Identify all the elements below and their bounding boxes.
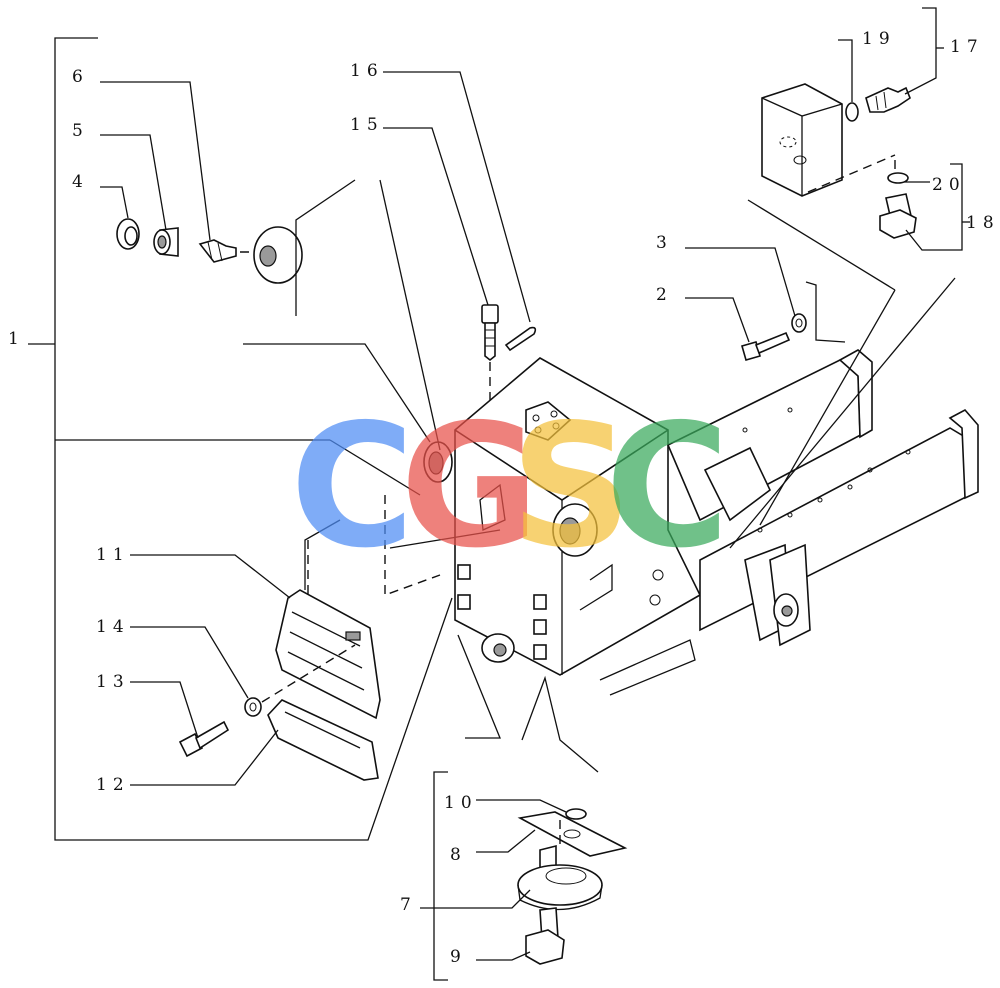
pivot-boss <box>253 179 356 316</box>
watermark-letter-c1: C <box>290 388 415 586</box>
bolt-2 <box>741 331 791 361</box>
callout-4: 4 <box>72 172 89 192</box>
callout-19: 19 <box>862 29 896 49</box>
callout-11: 11 <box>96 545 130 565</box>
bushing-4 <box>116 218 140 250</box>
callout-5: 5 <box>72 121 89 141</box>
watermark-letter-c2: C <box>605 388 730 586</box>
bracket-group-7-10 <box>433 771 448 981</box>
callout-18: 18 <box>966 213 1000 233</box>
o-ring-20 <box>887 172 909 184</box>
frame-rails <box>599 349 979 696</box>
bolt-13 <box>178 720 230 758</box>
callout-17: 17 <box>950 37 984 57</box>
tow-bracket-body <box>423 357 702 676</box>
bushing-5 <box>153 227 179 257</box>
hitch-plate-12 <box>267 699 379 781</box>
bolt-15 <box>481 304 499 362</box>
watermark-letter-s: S <box>510 388 632 586</box>
o-ring-19 <box>845 102 859 122</box>
callout-15: 15 <box>350 115 384 135</box>
callout-20: 20 <box>932 175 966 195</box>
callout-10: 10 <box>444 793 478 813</box>
watermark-logo: C G S C <box>290 388 730 586</box>
callout-1: 1 <box>8 329 25 349</box>
cotter-pin-16 <box>504 326 537 352</box>
callout-3: 3 <box>656 233 673 253</box>
callout-numbers: 1 2 3 4 5 6 7 8 9 10 11 12 13 14 15 16 1… <box>8 29 1000 967</box>
reservoir-block <box>761 83 896 197</box>
callout-14: 14 <box>96 617 130 637</box>
washer-14 <box>244 697 262 717</box>
callout-leaders <box>100 7 970 961</box>
callout-13: 13 <box>96 672 130 692</box>
fitting-17 <box>865 86 911 113</box>
callout-2: 2 <box>656 285 673 305</box>
callout-16: 16 <box>350 61 384 81</box>
callout-12: 12 <box>96 775 130 795</box>
plate-8 <box>517 811 628 857</box>
callout-7: 7 <box>400 895 417 915</box>
callout-8: 8 <box>450 845 467 865</box>
grease-nipple-6 <box>198 239 237 263</box>
washer-3 <box>791 313 807 333</box>
plug-18 <box>879 193 917 239</box>
callout-9: 9 <box>450 947 467 967</box>
spacer-10 <box>565 808 587 820</box>
pin-7 <box>517 844 603 911</box>
bracket-group-1 <box>28 37 453 841</box>
hitch-guide-11 <box>275 589 381 720</box>
watermark-letter-g: G <box>400 388 540 586</box>
leader-lines-main <box>243 179 956 773</box>
bolt-9 <box>525 907 565 965</box>
callout-6: 6 <box>72 67 89 87</box>
